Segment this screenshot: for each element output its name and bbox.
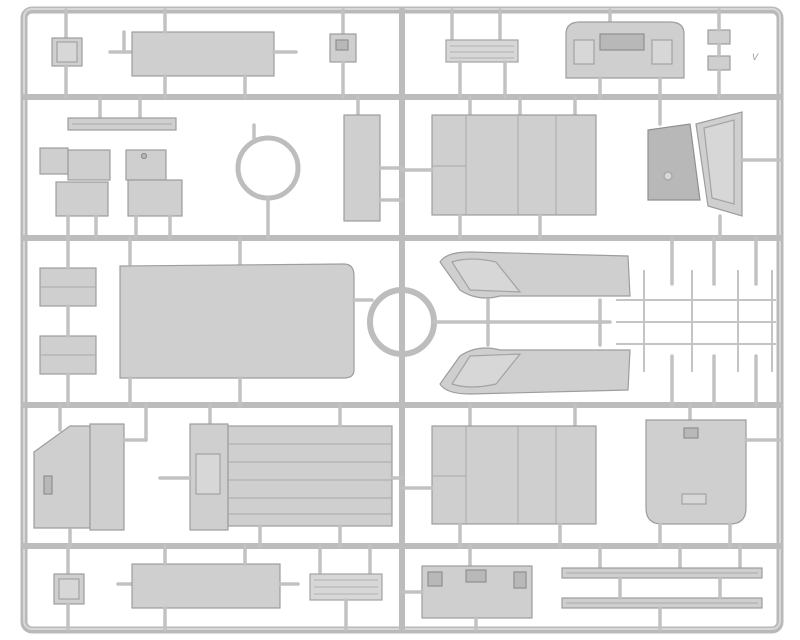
part-cab-back-top-right: [565, 8, 685, 99]
part-grille-top-right: [445, 8, 519, 99]
part-cab-side-row3: [33, 403, 148, 548]
manufacturer-logo: V: [752, 53, 759, 63]
part-tabs-top-right: [707, 8, 731, 99]
part-ring-row1: [235, 123, 301, 240]
part-cab-top-bottom: [400, 544, 533, 632]
part-large-tarp-row2: [119, 236, 374, 407]
part-brackets-center-row1: [125, 149, 183, 240]
part-panel-top-left: [108, 8, 298, 99]
part-rails-bottom-right: [561, 544, 763, 632]
part-windshield-row1: [647, 95, 782, 240]
part-crates-left-row2: [39, 236, 97, 407]
part-door-panels-row3: [400, 403, 597, 548]
part-fenders-row2: [432, 251, 631, 395]
part-small-box-top-center: [329, 8, 357, 99]
part-small-box-bottom-left: [53, 544, 85, 632]
part-ladder-row2: [616, 236, 776, 407]
part-rear-panel-row3: [645, 403, 782, 548]
part-panel-bottom-left: [116, 544, 300, 632]
part-strip-row1: [67, 95, 177, 131]
part-small-box-top-left: [51, 8, 83, 99]
part-tall-panel-row1: [343, 95, 404, 222]
part-brackets-left-row1: [39, 147, 111, 240]
part-cargo-bed-row3: [158, 403, 404, 548]
part-grille-bottom-center: [309, 544, 383, 632]
part-door-panels-row1: [400, 95, 597, 240]
